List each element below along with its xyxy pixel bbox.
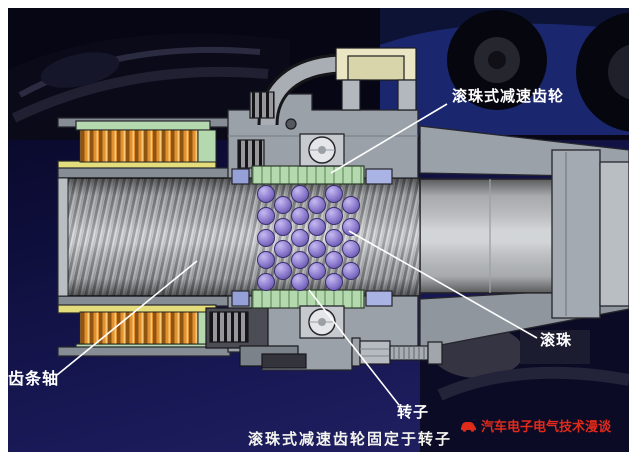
bottom-fittings xyxy=(205,307,307,369)
leader-reduction-gear xyxy=(330,103,448,174)
rack-shaft xyxy=(57,177,421,297)
mounting-bolt xyxy=(351,337,443,367)
leader-rack-shaft xyxy=(56,260,198,376)
motor-winding-bottom xyxy=(79,311,217,345)
leader-rotor xyxy=(308,289,400,406)
watermark-text: 汽车电子电气技术漫谈 xyxy=(481,419,612,434)
caption: 滚珠式减速齿轮固定于转子 xyxy=(247,431,452,448)
car-icon xyxy=(461,421,476,432)
label-reduction-gear: 滚珠式减速齿轮 xyxy=(452,88,565,105)
steering-cross-section-diagram xyxy=(8,8,629,452)
bearing-top xyxy=(299,133,345,167)
leader-lines xyxy=(56,103,538,406)
right-housing xyxy=(419,125,629,350)
motor-winding-top xyxy=(79,129,217,163)
top-fittings xyxy=(237,47,417,169)
leader-ball xyxy=(348,230,538,339)
watermark: 汽车电子电气技术漫谈 xyxy=(460,416,611,435)
bearing-bottom xyxy=(299,305,345,339)
label-ball: 滚珠 xyxy=(540,332,573,349)
slide: 滚珠式减速齿轮 滚珠 齿条轴 转子 滚珠式减速齿轮固定于转子 汽车电子电气技术漫… xyxy=(8,8,629,452)
balls xyxy=(257,185,360,291)
label-rack-shaft: 齿条轴 xyxy=(8,371,60,388)
label-rotor: 转子 xyxy=(397,404,430,421)
